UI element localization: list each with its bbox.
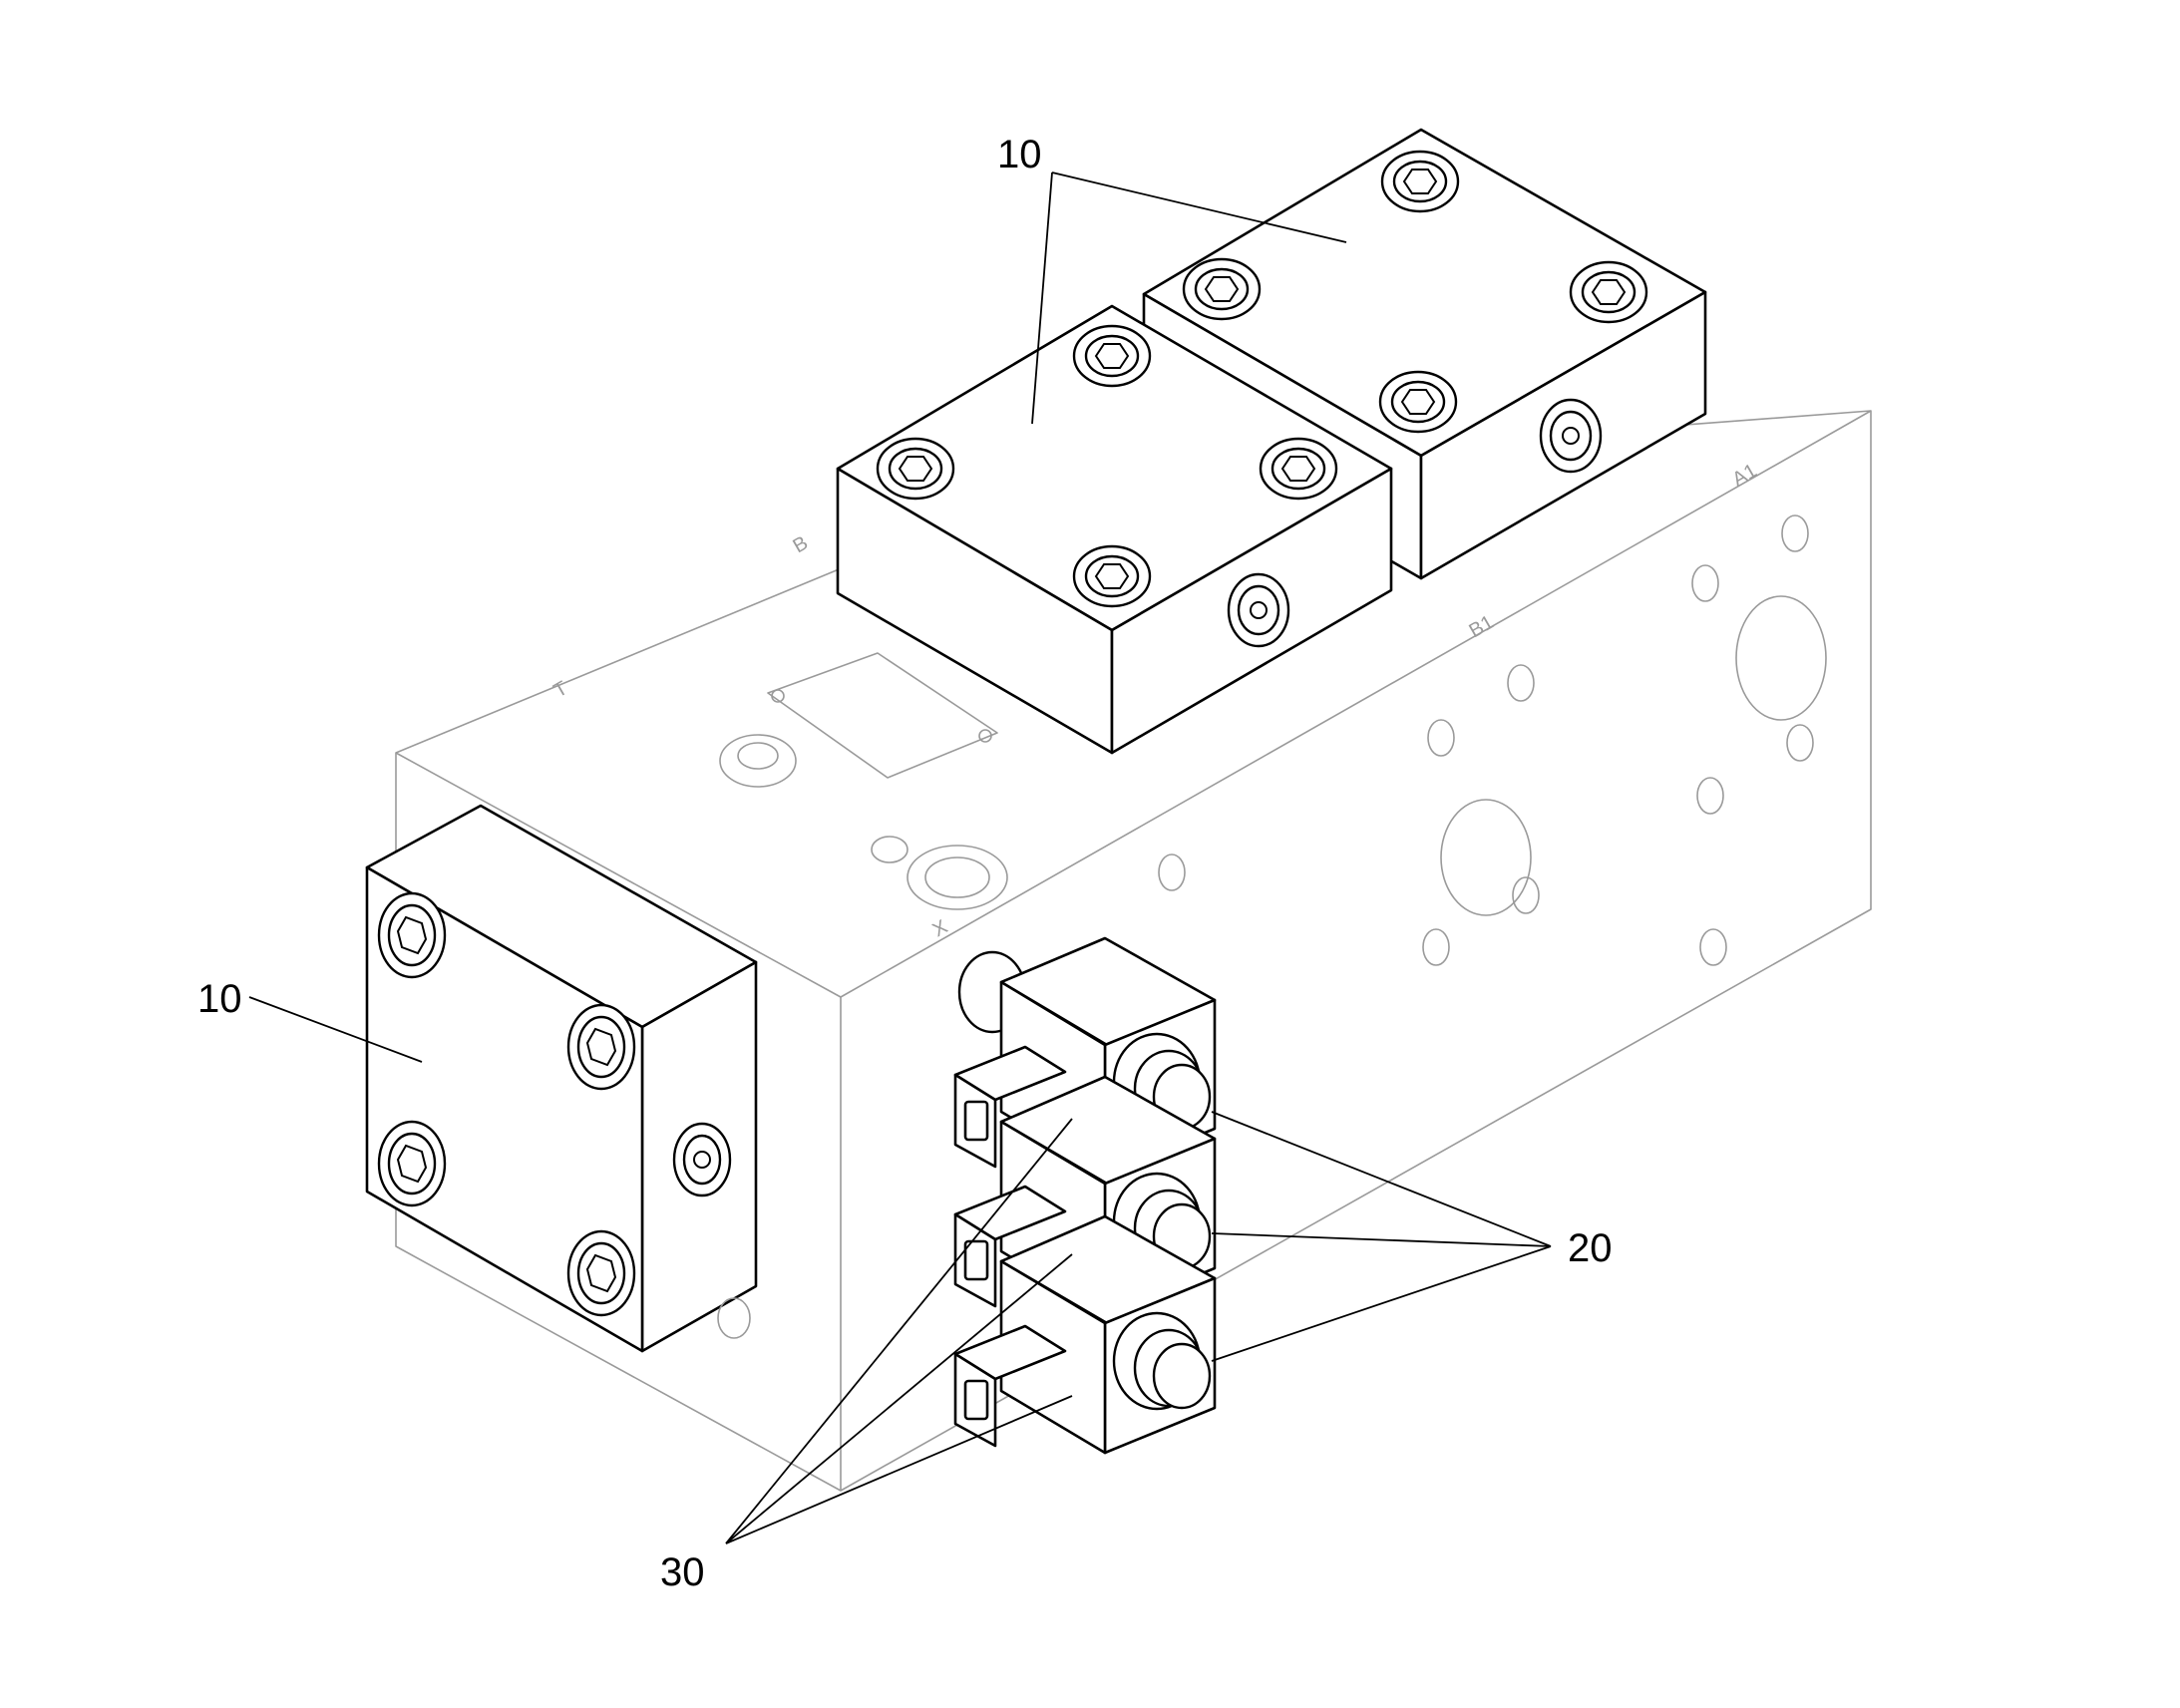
side-valve-block (365, 804, 758, 1353)
knob-bottom (1112, 1311, 1212, 1411)
leader-lines (248, 171, 1552, 1544)
side-valve-block-screws (377, 891, 732, 1317)
top-valve-block-rear-screws (1182, 150, 1648, 474)
port-mark-b: B (790, 532, 813, 558)
callout-20: 20 (1568, 1226, 1613, 1270)
knob-middle (1112, 1172, 1212, 1271)
callout-10-side: 10 (197, 977, 242, 1021)
solenoid-valve-bottom (953, 1214, 1217, 1455)
callout-30: 30 (660, 1550, 705, 1594)
port-mark-b1: B1 (1466, 611, 1498, 642)
callout-10-top: 10 (997, 133, 1042, 176)
top-valve-block-front-screws (876, 324, 1338, 648)
port-mark-x: X (929, 916, 952, 942)
port-mark-a1: A1 (1729, 460, 1761, 491)
